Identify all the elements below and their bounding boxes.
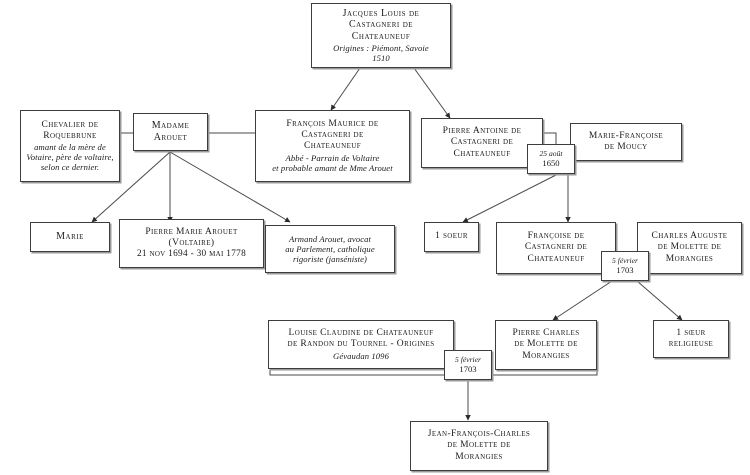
node-line: de Molette de bbox=[657, 242, 722, 253]
union-date-year: 1703 bbox=[616, 265, 634, 276]
node-marie-francoise-de-moucy[interactable]: Marie-Françoise de Moucy bbox=[570, 123, 682, 161]
node-line: Chateauneuf bbox=[303, 141, 361, 152]
node-line: 1 sœur bbox=[676, 327, 706, 338]
node-line: Castagneri de bbox=[348, 19, 414, 31]
node-line: religieuse bbox=[668, 339, 714, 349]
node-line: François Maurice de bbox=[286, 119, 379, 130]
node-line: Louise Claudine de Chateauneuf bbox=[288, 328, 434, 339]
node-line: Roquebrune bbox=[43, 130, 97, 141]
node-madame-arouet[interactable]: Madame Arouet bbox=[133, 113, 208, 151]
node-line: amant de la mère de bbox=[34, 141, 106, 152]
union-date-day: 5 février bbox=[612, 255, 638, 265]
node-francoise-de-castagneri[interactable]: Françoise de Castagneri de Chateauneuf bbox=[496, 222, 616, 274]
node-line: Jacques Louis de bbox=[342, 7, 420, 19]
node-soeur-religieuse[interactable]: 1 sœur religieuse bbox=[653, 320, 729, 358]
node-line: Castagneri de bbox=[524, 242, 588, 253]
node-pierre-antoine-de-castagneri[interactable]: Pierre Antoine de Castagneri de Chateaun… bbox=[421, 118, 543, 168]
node-line: (Voltaire) bbox=[168, 238, 215, 249]
node-line: Marie-Françoise bbox=[588, 130, 664, 141]
node-line: Chateauneuf bbox=[453, 148, 511, 159]
node-line: Chevalier de bbox=[41, 119, 99, 130]
node-line: Françoise de bbox=[527, 231, 585, 242]
node-line: Morangies bbox=[522, 350, 570, 361]
node-line: Castagneri de bbox=[450, 137, 514, 148]
node-voltaire[interactable]: Pierre Marie Arouet (Voltaire) 21 nov 16… bbox=[119, 219, 264, 268]
node-line: Gévaudan 1096 bbox=[333, 350, 389, 361]
node-line: et probable amant de Mme Arouet bbox=[272, 162, 393, 173]
node-line: de Molette de bbox=[447, 440, 511, 451]
node-line: Chateauneuf bbox=[351, 31, 411, 43]
node-line: rigoriste (janséniste) bbox=[292, 254, 368, 265]
node-line: Pierre Marie Arouet bbox=[145, 226, 238, 237]
node-line: de Moucy bbox=[604, 142, 648, 152]
node-une-soeur[interactable]: 1 soeur bbox=[424, 222, 479, 252]
union-date-year: 1650 bbox=[542, 158, 560, 169]
node-line: Castagneri de bbox=[301, 130, 364, 141]
node-line: 1510 bbox=[372, 53, 390, 64]
node-line: Chateauneuf bbox=[527, 253, 585, 264]
node-line: Marie bbox=[56, 231, 84, 243]
node-pierre-charles-de-molette[interactable]: Pierre Charles de Molette de Morangies bbox=[495, 320, 597, 370]
node-line: de Randon du Tournel - Origines bbox=[287, 339, 435, 350]
node-line: Pierre Charles bbox=[512, 328, 580, 339]
union-marriage-1650[interactable]: 25 août 1650 bbox=[527, 144, 575, 174]
union-date-day: 5 février bbox=[455, 354, 481, 364]
node-charles-auguste-de-molette[interactable]: Charles Auguste de Molette de Morangies bbox=[637, 222, 742, 274]
node-line: Abbé - Parrain de Voltaire bbox=[285, 152, 380, 163]
node-line: Votaire, père de voltaire, bbox=[26, 152, 114, 163]
node-marie[interactable]: Marie bbox=[30, 222, 110, 252]
node-chevalier-de-roquebrune[interactable]: Chevalier de Roquebrune amant de la mère… bbox=[20, 110, 120, 182]
node-jean-francois-charles-de-molette[interactable]: Jean-François-Charles de Molette de Mora… bbox=[410, 421, 548, 471]
node-line: Origines : Piémont, Savoie bbox=[333, 43, 429, 54]
union-date-year: 1703 bbox=[459, 364, 477, 375]
node-line: Armand Arouet, avocat bbox=[288, 233, 372, 244]
node-line: Morangies bbox=[665, 253, 714, 264]
union-marriage-1703-morangies[interactable]: 5 février 1703 bbox=[601, 251, 649, 281]
node-line: Morangies bbox=[455, 451, 503, 462]
node-armand-arouet[interactable]: Armand Arouet, avocat au Parlement, cath… bbox=[265, 225, 395, 273]
node-line: Pierre Antoine de bbox=[442, 126, 522, 137]
node-line: 1 soeur bbox=[435, 231, 468, 242]
node-line: de Molette de bbox=[514, 339, 578, 350]
node-jacques-louis-de-castagneri[interactable]: Jacques Louis de Castagneri de Chateaune… bbox=[311, 3, 451, 68]
node-line: Arouet bbox=[153, 132, 188, 143]
node-louise-claudine-de-chateauneuf[interactable]: Louise Claudine de Chateauneuf de Randon… bbox=[268, 320, 454, 369]
node-line: au Parlement, catholique bbox=[285, 243, 375, 254]
node-francois-maurice-de-castagneri[interactable]: François Maurice de Castagneri de Chatea… bbox=[255, 110, 410, 182]
node-line: Charles Auguste bbox=[651, 231, 728, 242]
node-line: Jean-François-Charles bbox=[427, 429, 531, 440]
node-line: selon ce dernier. bbox=[40, 162, 100, 173]
union-date-day: 25 août bbox=[539, 148, 563, 158]
node-line: Madame bbox=[151, 120, 190, 132]
node-line: 21 nov 1694 - 30 mai 1778 bbox=[136, 249, 247, 260]
union-marriage-1703-chateauneuf[interactable]: 5 février 1703 bbox=[444, 350, 492, 380]
